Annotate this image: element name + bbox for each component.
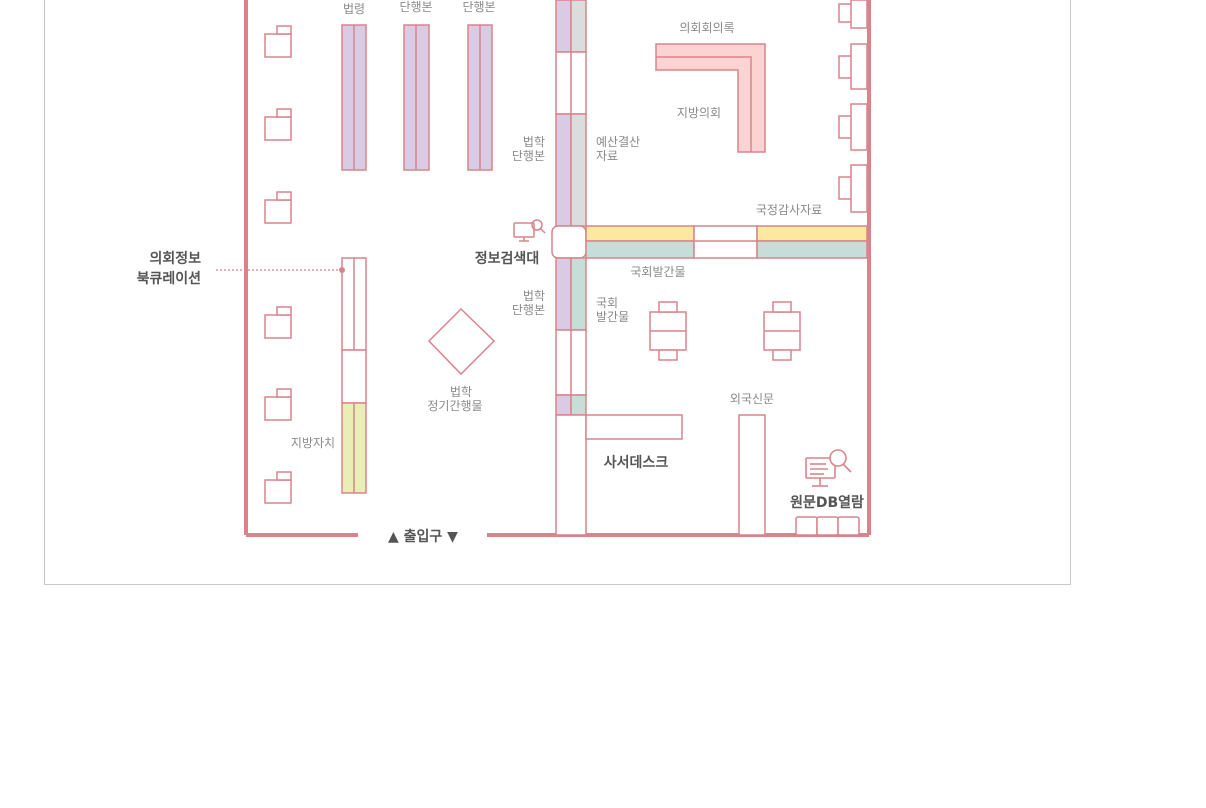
label-council-minutes: 의회회의록 [679,21,734,35]
label-foreign-news: 외국신문 [730,392,774,406]
reading-seat [264,471,292,504]
reading-seat [264,191,292,224]
label-monograph-2: 단행본 [462,0,495,14]
reading-tables [649,301,801,361]
label-entrance: ▲ 출입구 ▼ [388,528,458,545]
reading-seat [264,25,292,58]
shelf-law-decree [341,24,367,171]
label-local-autonomy: 지방자치 [291,436,335,450]
right-wall-seats [838,0,868,213]
label-info-search: 정보검색대 [475,250,539,267]
search-computer-icon [513,219,546,242]
reading-seat [838,0,868,29]
label-audit: 국정감사자료 [756,203,822,217]
reading-seat [264,306,292,339]
reading-seat [838,164,868,213]
curation-shelf [341,257,367,494]
label-budget-line2: 자료 [596,149,618,163]
db-viewing-seats [795,516,860,536]
label-law-mono-2-line2: 단행본 [512,302,545,317]
label-law-mono-2-line1: 법학 [523,289,545,303]
central-column [551,0,587,536]
label-curation-line1: 의회정보 [149,250,201,267]
reading-table [649,301,687,361]
label-curation-line2: 북큐레이션 [137,270,201,287]
monitor-magnifier-icon [805,449,852,487]
horizontal-shelf [585,225,868,259]
label-budget-line1: 예산결산 [596,135,640,149]
reading-table [763,301,801,361]
label-assembly-pubs-top: 국회발간물 [630,265,685,279]
reading-seat [838,43,868,90]
label-db-viewing: 원문DB열람 [790,494,864,511]
label-law-mono-1-line1: 법학 [523,135,545,149]
foreign-newspaper-rack [738,414,766,536]
plan-labels: 법령 단행본 단행본 의회회의록 지방의회 법학 단행본 예산결산 자료 국정감… [137,0,864,545]
left-reading-seats [264,25,292,504]
label-law-decree: 법령 [343,2,365,16]
council-minutes-shelf [655,43,766,153]
curation-leader [216,267,345,273]
periodicals-display [427,307,496,376]
shelf-monograph-2 [467,24,493,171]
librarian-desk [585,414,683,440]
label-law-mono-1-line2: 단행본 [512,148,545,163]
label-librarian-desk: 사서데스크 [604,455,669,471]
label-periodicals-line2: 정기간행물 [427,398,482,413]
label-monograph-1: 단행본 [399,0,432,14]
top-shelves [341,24,493,171]
reading-seat [264,388,292,421]
label-assembly-pubs-line1: 국회 [596,296,618,310]
label-periodicals-line1: 법학 [450,385,472,399]
shelf-monograph-1 [403,24,430,171]
label-assembly-pubs-line2: 발간물 [596,310,629,324]
label-local-council: 지방의회 [677,106,721,120]
reading-seat [264,108,292,141]
reading-seat [838,103,868,151]
